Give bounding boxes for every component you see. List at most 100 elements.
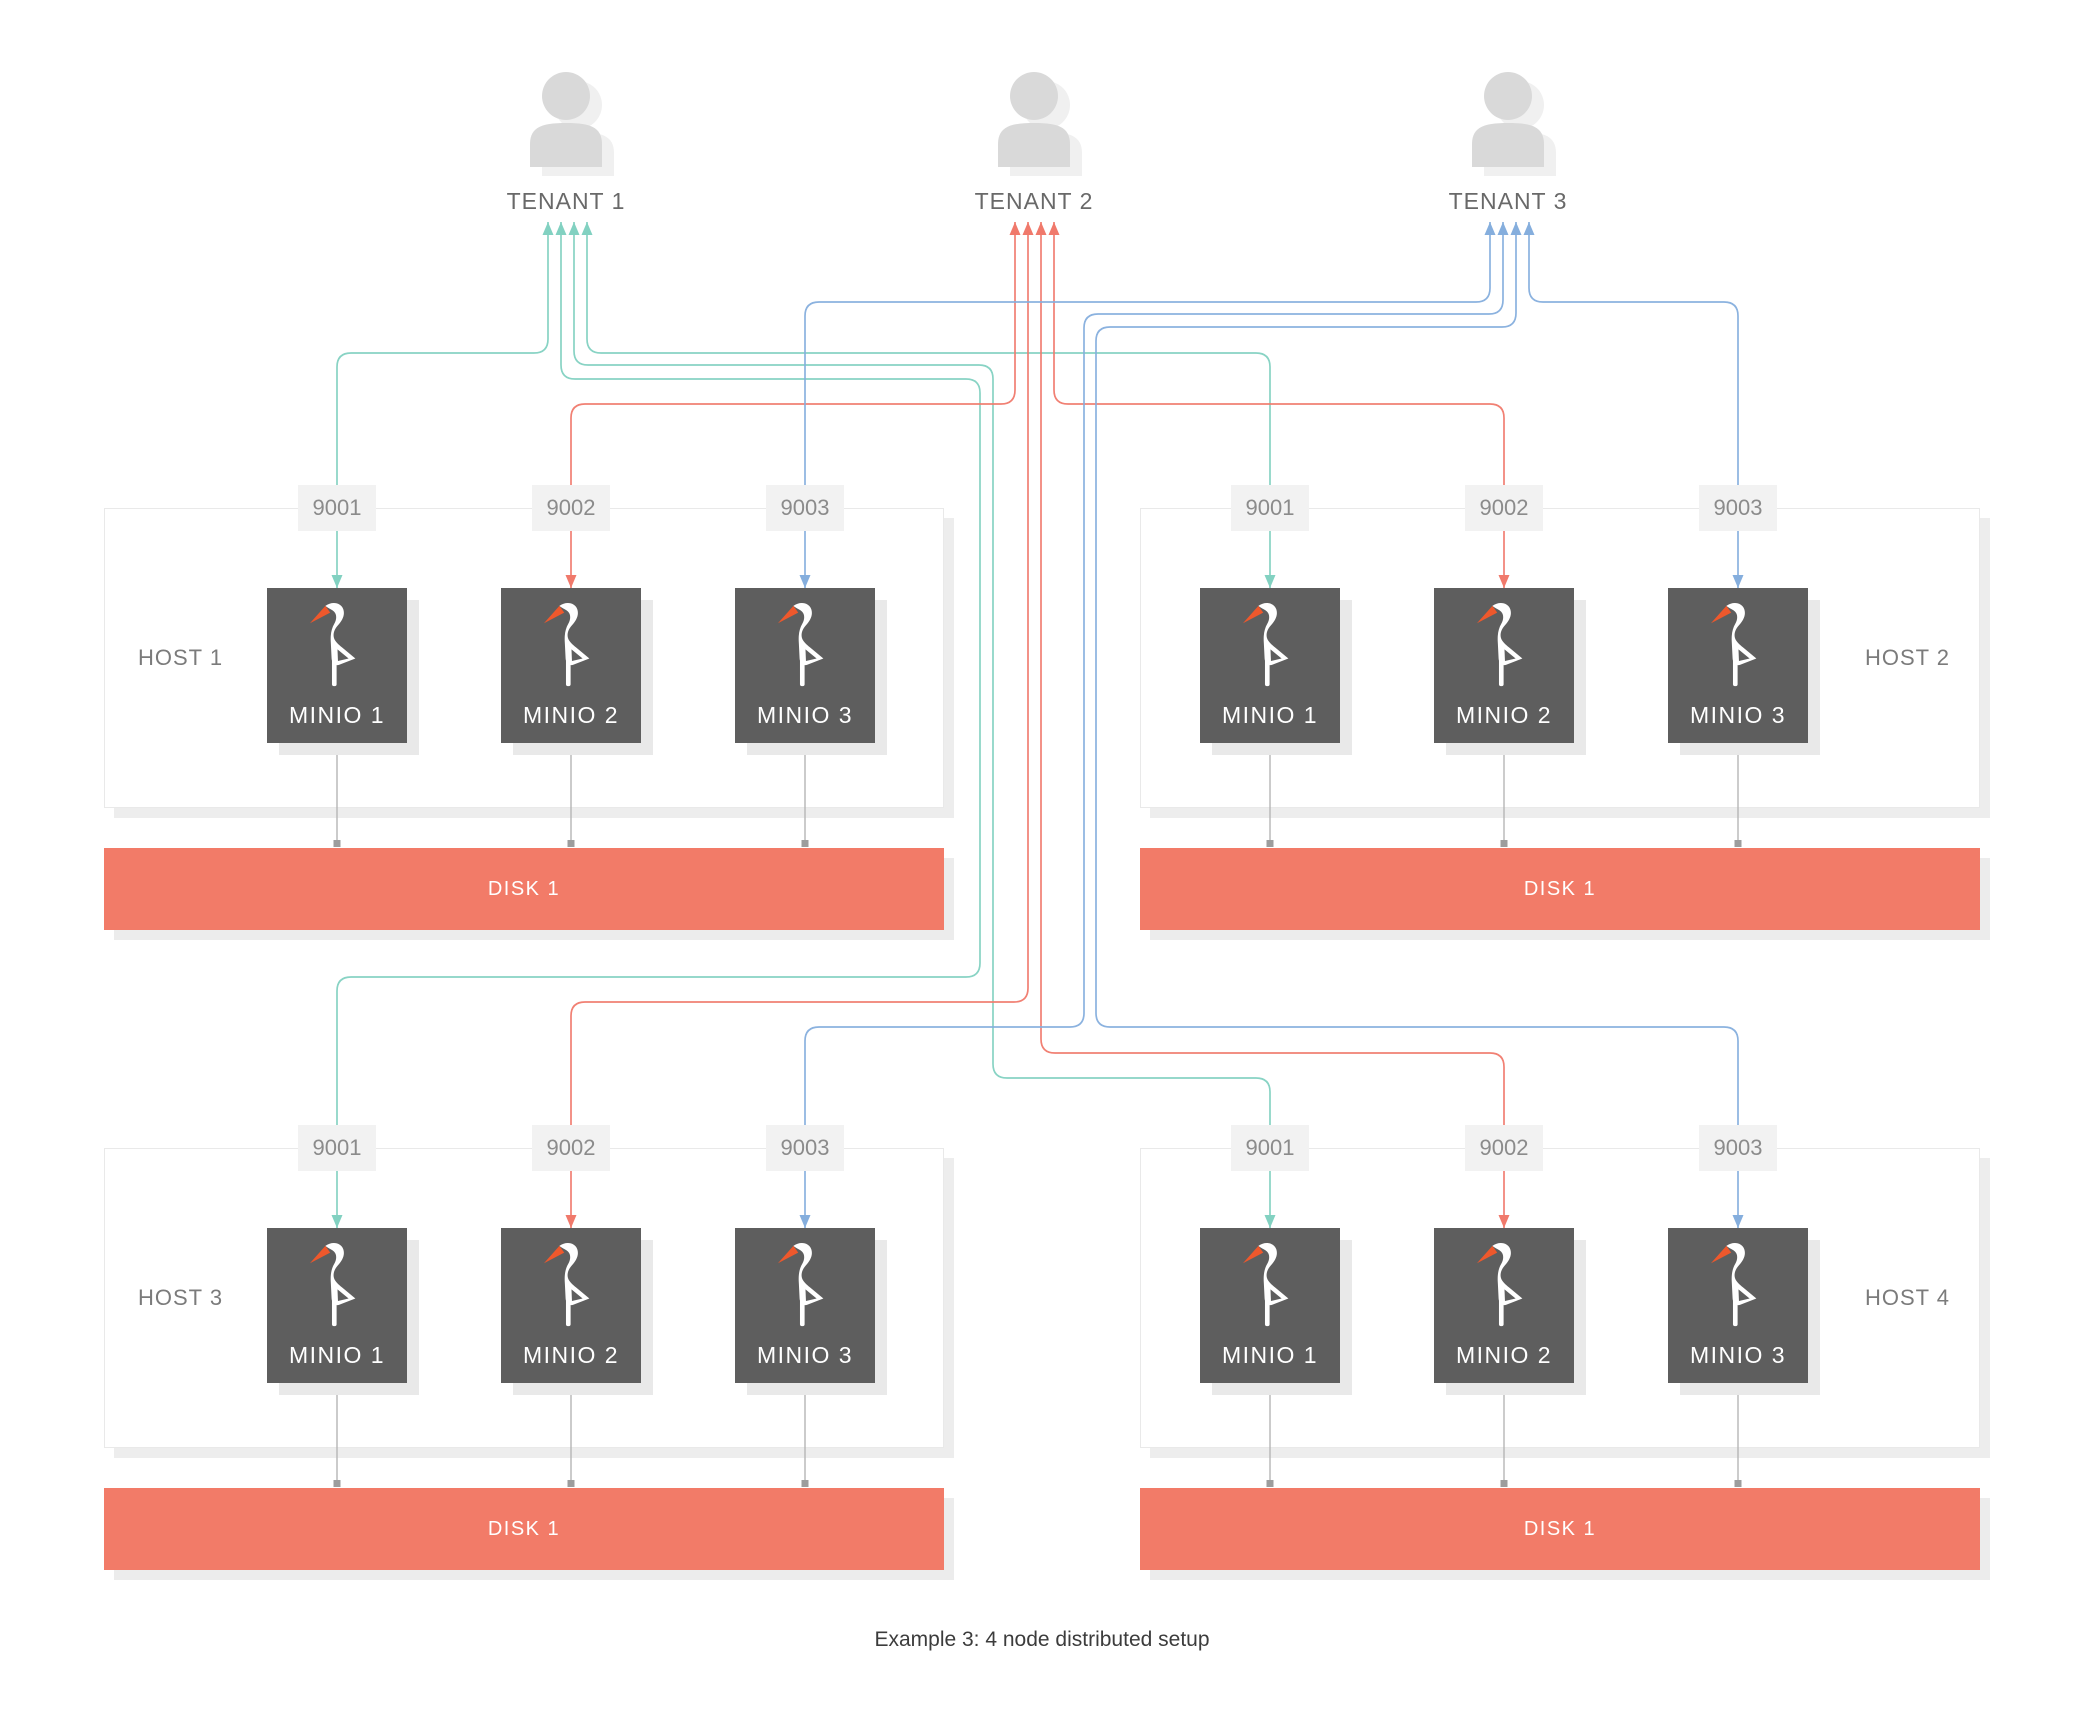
connection-line xyxy=(570,222,1016,588)
link-endpoint xyxy=(1266,840,1274,847)
arrow-up-icon xyxy=(1523,222,1535,235)
link-endpoint xyxy=(1500,744,1508,751)
connection-line xyxy=(1053,222,1505,588)
arrow-up-icon xyxy=(555,222,567,235)
minio-stork-icon xyxy=(1710,603,1757,687)
arrow-down-icon xyxy=(1264,1215,1276,1228)
link-endpoint xyxy=(1734,744,1742,751)
minio-stork-icon xyxy=(777,603,824,687)
link-endpoint xyxy=(1266,1384,1274,1391)
disk-bar: DISK 1 xyxy=(104,1488,944,1570)
port-badge: 9001 xyxy=(1231,1125,1309,1171)
minio-node: MINIO 2 xyxy=(501,588,641,743)
connection-line xyxy=(336,222,981,1228)
arrow-down-icon xyxy=(1732,575,1744,588)
connection-line xyxy=(1095,222,1739,1228)
port-badge: 9002 xyxy=(1465,485,1543,531)
arrow-up-icon xyxy=(1510,222,1522,235)
port-badge: 9002 xyxy=(532,485,610,531)
arrow-down-icon xyxy=(1732,1215,1744,1228)
link-endpoint xyxy=(333,744,341,751)
minio-stork-icon xyxy=(309,603,356,687)
tenant-avatar xyxy=(1448,56,1568,176)
arrow-down-icon xyxy=(799,1215,811,1228)
disk-bar: DISK 1 xyxy=(104,848,944,930)
link-endpoint xyxy=(567,744,575,751)
arrow-up-icon xyxy=(1497,222,1509,235)
port-badge: 9001 xyxy=(1231,485,1309,531)
minio-node: MINIO 1 xyxy=(267,588,407,743)
minio-node: MINIO 3 xyxy=(735,588,875,743)
link-endpoint xyxy=(567,1480,575,1487)
connection-line xyxy=(573,222,1271,1228)
link-endpoint xyxy=(801,840,809,847)
arrow-down-icon xyxy=(565,575,577,588)
link-endpoint xyxy=(1734,1480,1742,1487)
minio-node: MINIO 3 xyxy=(735,1228,875,1383)
arrow-down-icon xyxy=(565,1215,577,1228)
link-endpoint xyxy=(1266,744,1274,751)
link-endpoint xyxy=(567,1384,575,1391)
minio-stork-icon xyxy=(543,603,590,687)
arrow-up-icon xyxy=(1048,222,1060,235)
port-badge: 9003 xyxy=(1699,1125,1777,1171)
minio-node-label: MINIO 3 xyxy=(756,1342,854,1368)
tenant-label: TENANT 3 xyxy=(1448,188,1568,214)
minio-node-label: MINIO 2 xyxy=(1455,1342,1553,1368)
port-badge: 9003 xyxy=(766,485,844,531)
arrow-up-icon xyxy=(1009,222,1021,235)
arrow-down-icon xyxy=(1498,1215,1510,1228)
connection-line xyxy=(336,222,549,588)
connection-line xyxy=(804,222,1491,588)
minio-node: MINIO 3 xyxy=(1668,1228,1808,1383)
minio-node: MINIO 2 xyxy=(1434,1228,1574,1383)
disk-label: DISK 1 xyxy=(1523,877,1597,900)
minio-node: MINIO 3 xyxy=(1668,588,1808,743)
disk-label: DISK 1 xyxy=(487,877,561,900)
minio-stork-icon xyxy=(1476,1243,1523,1327)
minio-stork-icon xyxy=(543,1243,590,1327)
minio-stork-icon xyxy=(1242,603,1289,687)
port-badge: 9003 xyxy=(766,1125,844,1171)
minio-stork-icon xyxy=(1476,603,1523,687)
port-badge: 9003 xyxy=(1699,485,1777,531)
link-endpoint xyxy=(1734,840,1742,847)
arrow-down-icon xyxy=(331,575,343,588)
minio-node-label: MINIO 1 xyxy=(288,702,386,728)
arrow-down-icon xyxy=(799,575,811,588)
port-badge: 9001 xyxy=(298,485,376,531)
tenant-avatar xyxy=(506,56,626,176)
connection-line xyxy=(570,222,1029,1228)
disk-label: DISK 1 xyxy=(487,1517,561,1540)
link-endpoint xyxy=(333,1384,341,1391)
link-endpoint xyxy=(1500,1480,1508,1487)
minio-node-label: MINIO 1 xyxy=(1221,702,1319,728)
minio-node: MINIO 2 xyxy=(1434,588,1574,743)
connection-line xyxy=(586,222,1271,588)
port-badge: 9002 xyxy=(1465,1125,1543,1171)
disk-bar: DISK 1 xyxy=(1140,1488,1980,1570)
person-icon xyxy=(998,72,1082,176)
minio-stork-icon xyxy=(1710,1243,1757,1327)
link-endpoint xyxy=(1734,1384,1742,1391)
arrow-up-icon xyxy=(542,222,554,235)
host-label: HOST 2 xyxy=(1864,645,1950,670)
arrow-up-icon xyxy=(568,222,580,235)
minio-stork-icon xyxy=(777,1243,824,1327)
minio-node-label: MINIO 1 xyxy=(288,1342,386,1368)
link-endpoint xyxy=(801,744,809,751)
minio-node: MINIO 2 xyxy=(501,1228,641,1383)
link-endpoint xyxy=(801,1480,809,1487)
minio-stork-icon xyxy=(1242,1243,1289,1327)
minio-node-label: MINIO 1 xyxy=(1221,1342,1319,1368)
link-endpoint xyxy=(567,840,575,847)
arrow-down-icon xyxy=(1498,575,1510,588)
person-icon xyxy=(530,72,614,176)
minio-node: MINIO 1 xyxy=(267,1228,407,1383)
port-badge: 9001 xyxy=(298,1125,376,1171)
link-endpoint xyxy=(1266,1480,1274,1487)
link-endpoint xyxy=(333,840,341,847)
link-endpoint xyxy=(1500,840,1508,847)
person-icon xyxy=(1472,72,1556,176)
link-endpoint xyxy=(801,1384,809,1391)
